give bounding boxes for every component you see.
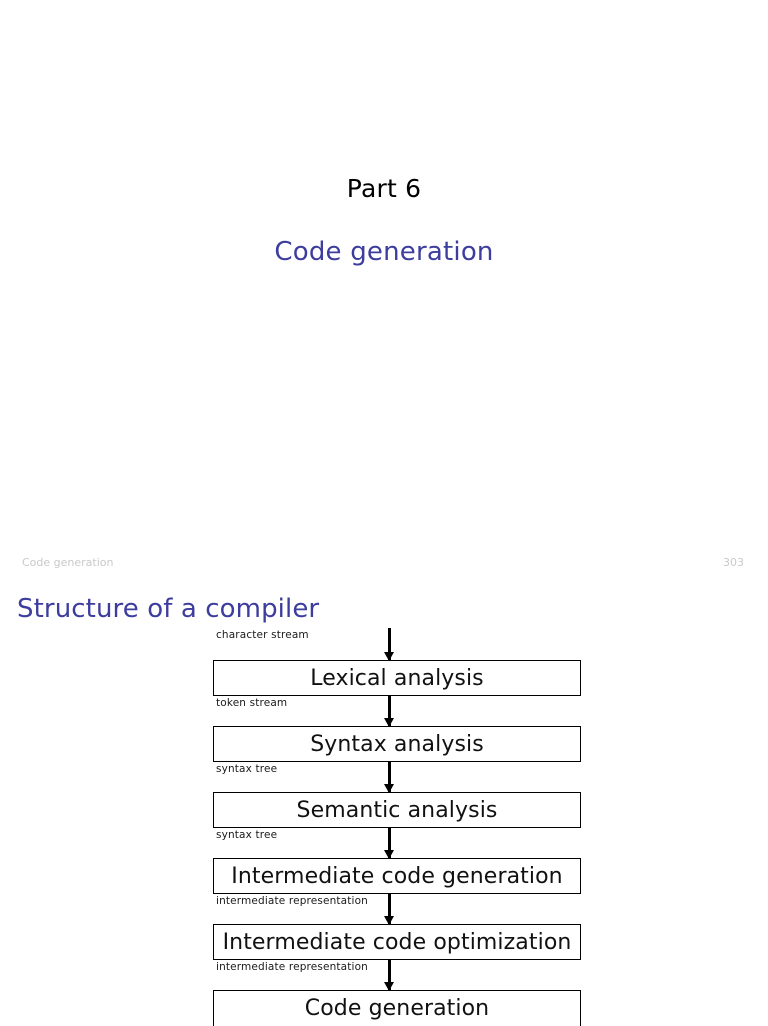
part-label: Part 6 (346, 174, 422, 203)
slide-footer: Code generation 303 (0, 556, 768, 574)
pipeline-gap: token stream (0, 696, 768, 727)
down-arrow-icon (384, 762, 394, 793)
pipeline-edge-label: intermediate representation (216, 961, 368, 973)
pipeline-edge-label: character stream (216, 629, 309, 641)
footer-section-label: Code generation (22, 556, 114, 569)
pipeline-stage-box: Intermediate code optimization (213, 924, 581, 960)
pipeline-edge-label: syntax tree (216, 763, 278, 775)
title-slide: Part 6 Code generation (274, 174, 494, 267)
structure-slide: Structure of a compiler character stream… (0, 585, 768, 1026)
footer-page-number: 303 (723, 556, 744, 569)
pipeline-gap: intermediate representation (0, 894, 768, 925)
pipeline-edge-label: token stream (216, 697, 288, 709)
pipeline-edge-label: syntax tree (216, 829, 278, 841)
pipeline-stage-box: Lexical analysis (213, 660, 581, 696)
pipeline-gap: syntax tree (0, 828, 768, 859)
down-arrow-icon (384, 894, 394, 925)
pipeline-stage-box: Code generation (213, 990, 581, 1026)
pipeline-gap: character stream (0, 628, 768, 661)
page-title: Structure of a compiler (17, 594, 320, 624)
compiler-pipeline-diagram: character stream Lexical analysis token … (0, 628, 768, 1026)
pipeline-stage-box: Semantic analysis (213, 792, 581, 828)
down-arrow-icon (384, 628, 394, 661)
down-arrow-icon (384, 960, 394, 991)
pipeline-stage-box: Syntax analysis (213, 726, 581, 762)
pipeline-gap: intermediate representation (0, 960, 768, 991)
part-subtitle: Code generation (274, 237, 494, 267)
down-arrow-icon (384, 696, 394, 727)
pipeline-stage-box: Intermediate code generation (213, 858, 581, 894)
pipeline-gap: syntax tree (0, 762, 768, 793)
down-arrow-icon (384, 828, 394, 859)
pipeline-edge-label: intermediate representation (216, 895, 368, 907)
